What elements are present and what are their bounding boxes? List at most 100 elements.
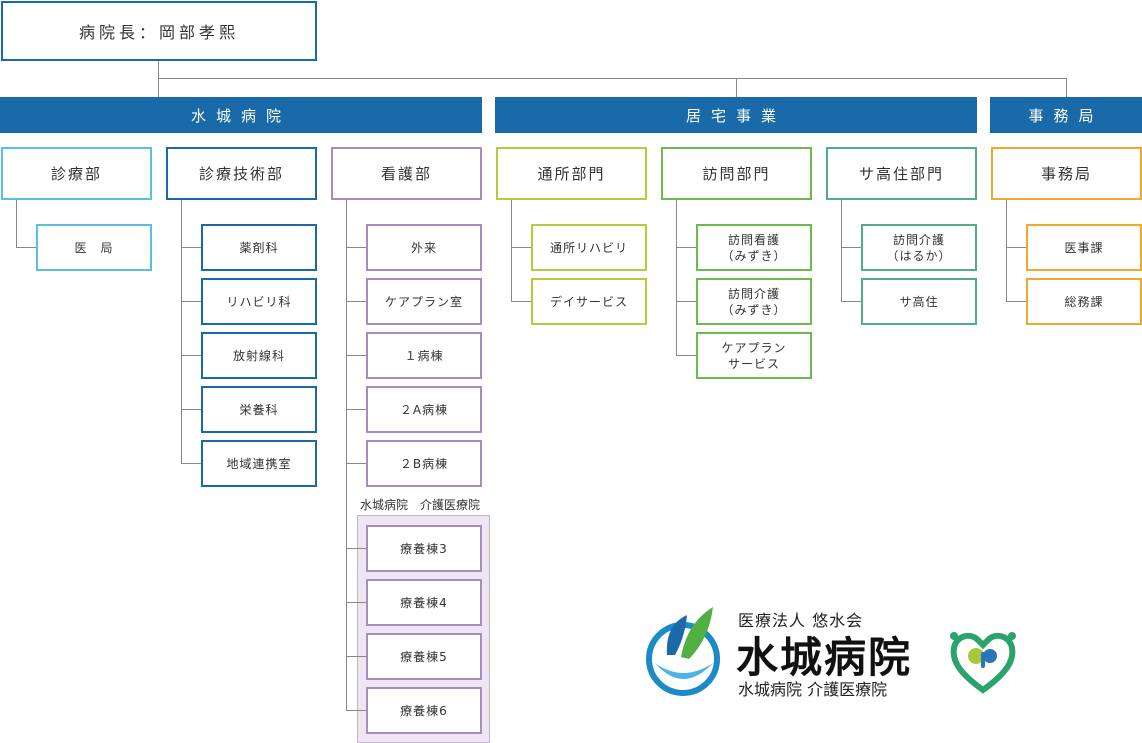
dept-admin: 事務局 — [991, 147, 1142, 200]
logo-heart — [948, 626, 1018, 694]
unit-label: ケアプラン サービス — [721, 340, 787, 371]
connector — [1006, 247, 1026, 248]
dept-medical: 診療部 — [1, 147, 152, 200]
connector — [16, 200, 17, 247]
dept-nursing-label: 看護部 — [380, 165, 432, 183]
connector — [511, 301, 531, 302]
unit-label: 通所リハビリ — [549, 240, 628, 255]
unit-label: ケアプラン室 — [384, 294, 463, 309]
unit-visit-nursing: 訪問看護 （みずき） — [696, 224, 812, 271]
connector — [346, 200, 347, 710]
unit-rehabilitation: リハビリ科 — [201, 278, 317, 325]
unit-label: サ高住 — [899, 294, 939, 309]
unit-label: ２A病棟 — [399, 402, 449, 417]
unit-pharmacy: 薬剤科 — [201, 224, 317, 271]
dept-daycare-label: 通所部門 — [537, 165, 606, 183]
connector — [346, 355, 366, 356]
unit-label: ２B病棟 — [399, 456, 449, 471]
unit-label: デイサービス — [549, 294, 628, 309]
unit-care-ward-5: 療養棟5 — [366, 633, 482, 680]
connector — [841, 200, 842, 301]
unit-label: 外来 — [410, 240, 437, 255]
connector — [841, 247, 861, 248]
connector — [346, 301, 366, 302]
connector — [511, 247, 531, 248]
unit-nutrition: 栄養科 — [201, 386, 317, 433]
logo-sub-name: 水城病院 介護医療院 — [738, 680, 888, 699]
unit-community-liaison: 地域連携室 — [201, 440, 317, 487]
unit-care-ward-3: 療養棟3 — [366, 525, 482, 572]
director-box: 病院長：岡部孝熙 — [1, 1, 317, 61]
director-label: 病院長：岡部孝熙 — [78, 23, 239, 42]
connector — [346, 548, 366, 549]
unit-label: 訪問介護 （みずき） — [721, 286, 787, 317]
logo-hospital-name: 水城病院 — [736, 633, 913, 682]
unit-medical-office: 医 局 — [36, 224, 152, 271]
connector — [841, 301, 861, 302]
unit-radiology: 放射線科 — [201, 332, 317, 379]
connector — [511, 200, 512, 301]
connector — [346, 602, 366, 603]
band-hospital: 水城病院 — [0, 97, 482, 133]
unit-ward-1: １病棟 — [366, 332, 482, 379]
band-hospital-label: 水城病院 — [190, 106, 291, 125]
connector — [1006, 200, 1007, 301]
unit-label: リハビリ科 — [226, 294, 292, 309]
dept-housing: サ高住部門 — [826, 147, 977, 200]
connector — [676, 247, 696, 248]
unit-label: 総務課 — [1064, 294, 1104, 309]
connector — [676, 301, 696, 302]
unit-label: 栄養科 — [239, 402, 279, 417]
dept-housing-label: サ高住部門 — [858, 165, 944, 183]
care-hospital-label: 水城病院 介護医療院 — [360, 498, 481, 512]
unit-care-plan-room: ケアプラン室 — [366, 278, 482, 325]
dept-visit: 訪問部門 — [661, 147, 812, 200]
unit-care-ward-4: 療養棟4 — [366, 579, 482, 626]
dept-medical-label: 診療部 — [50, 165, 102, 183]
unit-label: 薬剤科 — [239, 240, 279, 255]
connector — [181, 247, 201, 248]
unit-visit-care: 訪問介護 （みずき） — [696, 278, 812, 325]
unit-visit-care-haruka: 訪問介護 （はるか） — [861, 224, 977, 271]
band-office: 事務局 — [990, 97, 1142, 133]
connector — [181, 200, 182, 464]
connector — [158, 78, 1067, 79]
unit-ward-2b: ２B病棟 — [366, 440, 482, 487]
unit-label: 放射線科 — [232, 348, 285, 363]
connector — [181, 463, 201, 464]
unit-label: 医事課 — [1064, 240, 1104, 255]
connector — [1006, 301, 1026, 302]
unit-label: 訪問看護 （みずき） — [721, 232, 787, 263]
unit-care-plan-service: ケアプラン サービス — [696, 332, 812, 379]
connector — [346, 656, 366, 657]
connector — [346, 710, 366, 711]
connector — [181, 301, 201, 302]
connector — [16, 247, 36, 248]
unit-label: 地域連携室 — [226, 456, 292, 471]
connector — [676, 355, 696, 356]
unit-serviced-housing: サ高住 — [861, 278, 977, 325]
unit-ward-2a: ２A病棟 — [366, 386, 482, 433]
unit-label: 療養棟3 — [400, 541, 448, 556]
unit-day-service: デイサービス — [531, 278, 647, 325]
heart-family-icon — [950, 632, 1016, 694]
unit-outpatient: 外来 — [366, 224, 482, 271]
unit-label: １病棟 — [404, 348, 444, 363]
unit-care-ward-6: 療養棟6 — [366, 687, 482, 734]
unit-label: 療養棟6 — [400, 703, 448, 718]
unit-outpatient-rehab: 通所リハビリ — [531, 224, 647, 271]
connector — [181, 409, 201, 410]
band-home-care: 居宅事業 — [495, 97, 977, 133]
connector — [676, 200, 677, 355]
unit-label: 訪問介護 （はるか） — [886, 232, 952, 263]
connector — [346, 247, 366, 248]
dept-visit-label: 訪問部門 — [702, 165, 771, 183]
connector — [158, 61, 159, 97]
connector — [346, 409, 366, 410]
band-office-label: 事務局 — [1028, 106, 1104, 125]
logo-corp-name: 医療法人 悠水会 — [738, 611, 864, 630]
dept-daycare: 通所部門 — [496, 147, 647, 200]
connector — [1066, 78, 1067, 97]
unit-label: 療養棟4 — [400, 595, 448, 610]
dept-nursing: 看護部 — [331, 147, 482, 200]
